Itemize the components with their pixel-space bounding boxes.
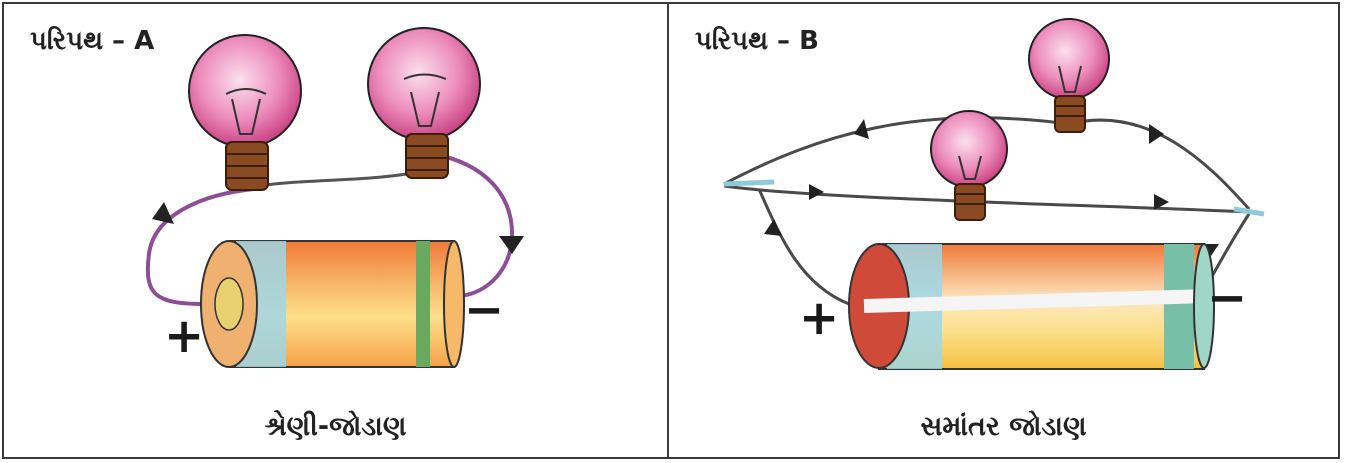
bulb-1 bbox=[188, 34, 302, 191]
current-arrow-left-up bbox=[764, 219, 782, 236]
wire-right-tip bbox=[1233, 206, 1265, 217]
wire-middle bbox=[258, 170, 420, 188]
bulb-middle bbox=[930, 110, 1008, 221]
wire-left-tip bbox=[723, 179, 775, 187]
negative-terminal-label: − bbox=[464, 282, 504, 338]
current-arrow-top-left bbox=[854, 119, 869, 139]
bulb-top bbox=[1028, 18, 1110, 133]
positive-terminal-label: + bbox=[164, 308, 204, 364]
negative-terminal-label: − bbox=[1207, 270, 1247, 326]
circuit-a-caption: શ્રેણી-જોડાણ bbox=[264, 411, 407, 442]
circuit-b-caption: સમાંતર જોડાણ bbox=[920, 411, 1087, 442]
circuit-b-panel: પરિપથ – B bbox=[667, 2, 1340, 459]
battery-b bbox=[848, 243, 1215, 370]
current-arrow-right bbox=[499, 236, 524, 254]
positive-terminal-label: + bbox=[799, 290, 839, 346]
current-arrow-mid-left bbox=[809, 184, 824, 200]
current-arrow-mid-right bbox=[1154, 194, 1169, 210]
bulb-2 bbox=[367, 27, 481, 179]
current-arrow-top-right bbox=[1149, 124, 1164, 144]
circuit-b-title: પરિપથ – B bbox=[695, 26, 819, 56]
battery-a bbox=[200, 240, 465, 368]
parallel-circuit-diagram: + − bbox=[723, 18, 1265, 370]
series-circuit-diagram: + − bbox=[145, 27, 524, 368]
circuit-a-title: પરિપથ – A bbox=[30, 26, 155, 56]
wire-middle bbox=[723, 184, 1250, 214]
wire-left-down bbox=[757, 188, 850, 306]
circuit-a-panel: પરિપથ – A bbox=[2, 2, 669, 459]
wire-top bbox=[723, 116, 1251, 210]
current-arrow-left bbox=[152, 202, 174, 224]
wire-left bbox=[145, 187, 255, 306]
